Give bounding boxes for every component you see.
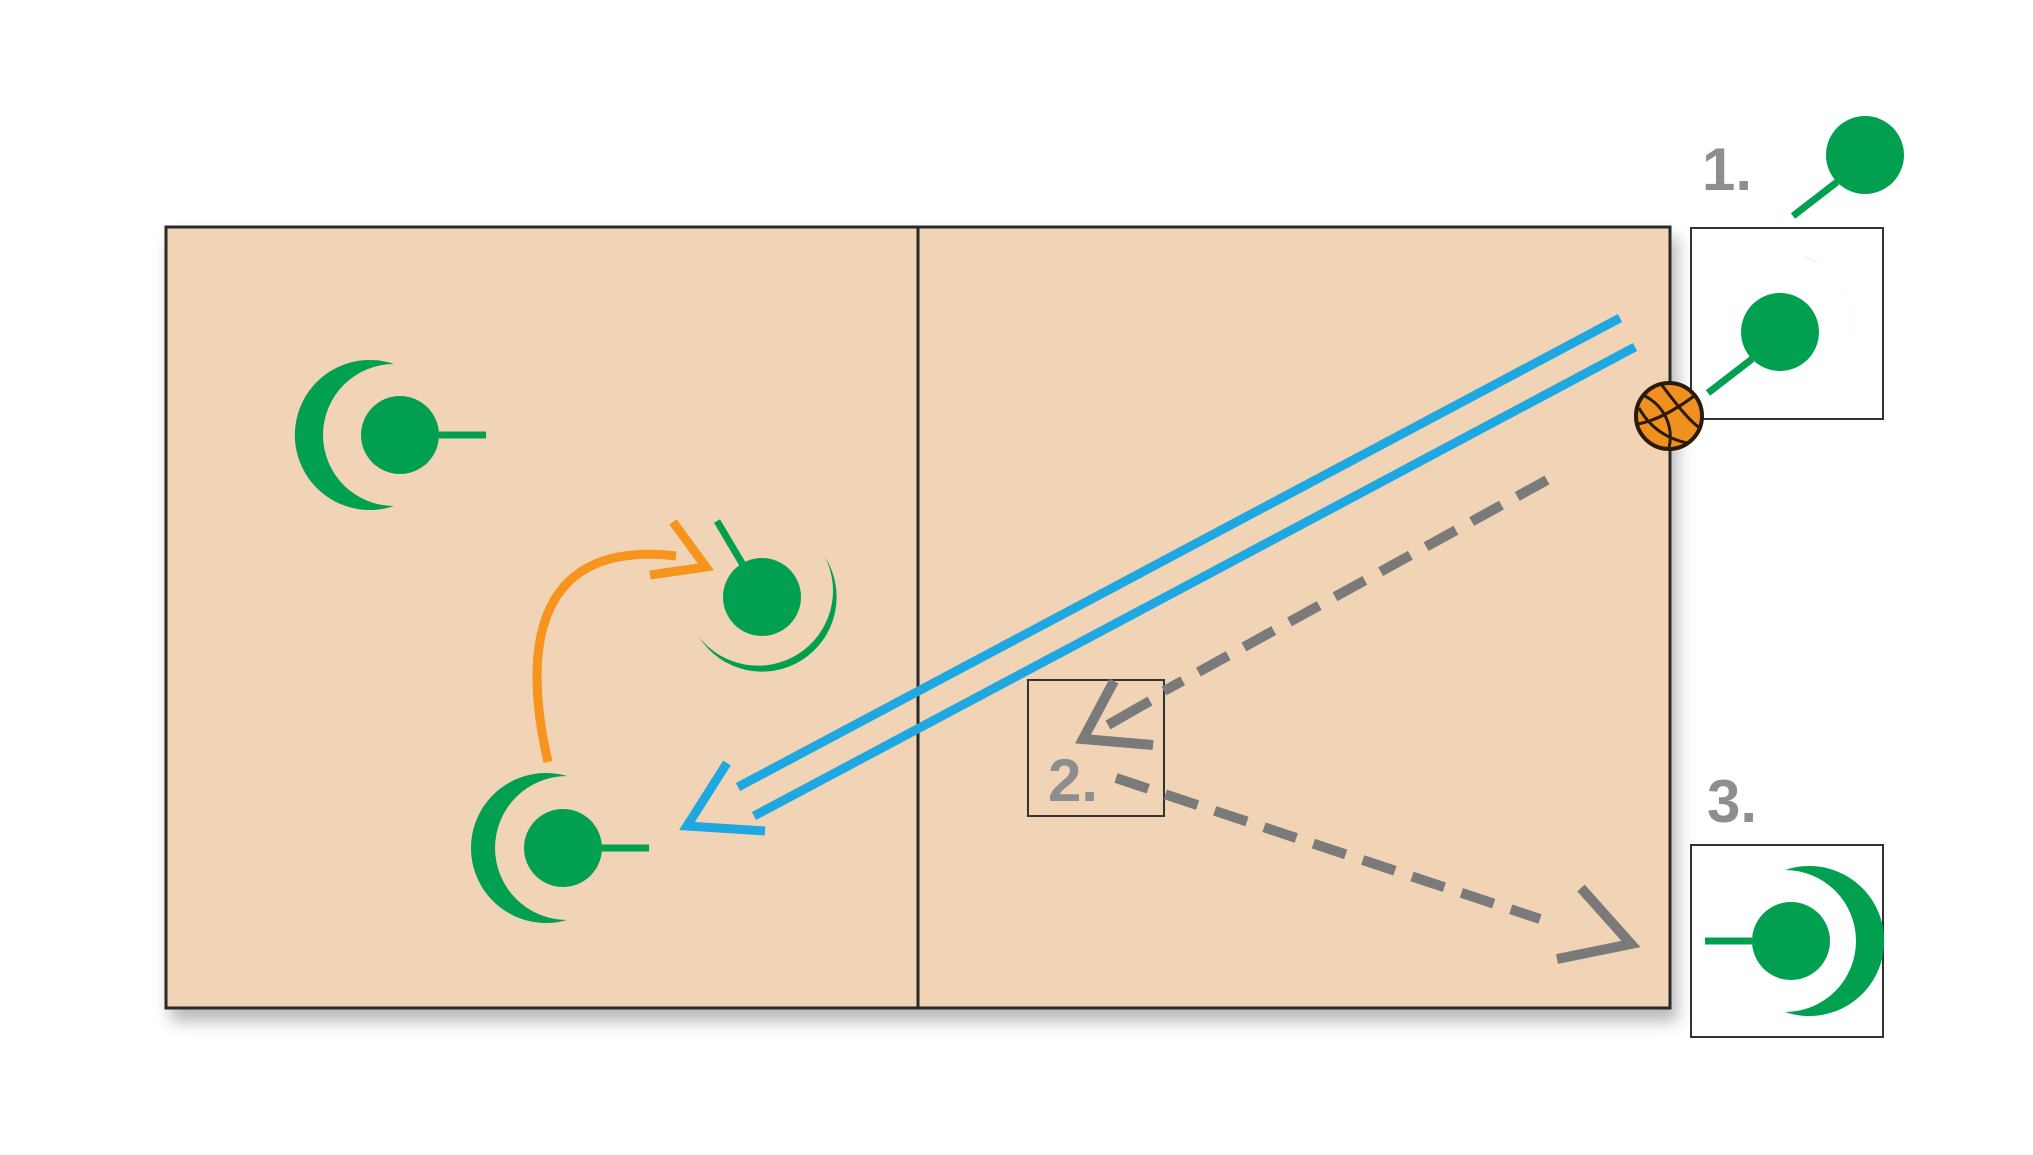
- player-icon: [1705, 866, 1885, 1016]
- step2-box: [1027, 679, 1165, 817]
- step-3-label: 3.: [1707, 768, 1757, 835]
- dashed-arrow-to-step2: [1075, 475, 1550, 750]
- player-icon: [1790, 72, 1939, 219]
- player-icon: [294, 360, 486, 510]
- dashed-arrow-to-target: [1114, 773, 1641, 964]
- step-1-label: 1.: [1702, 136, 1752, 203]
- pass-arrow: [679, 314, 1638, 836]
- step-2-label: 2.: [1048, 747, 1098, 814]
- volleyball-icon: [1634, 381, 1704, 451]
- player-icon: [699, 519, 837, 672]
- player-icon: [1705, 249, 1854, 396]
- player-icon: [471, 773, 649, 923]
- movement-arrow: [532, 519, 715, 764]
